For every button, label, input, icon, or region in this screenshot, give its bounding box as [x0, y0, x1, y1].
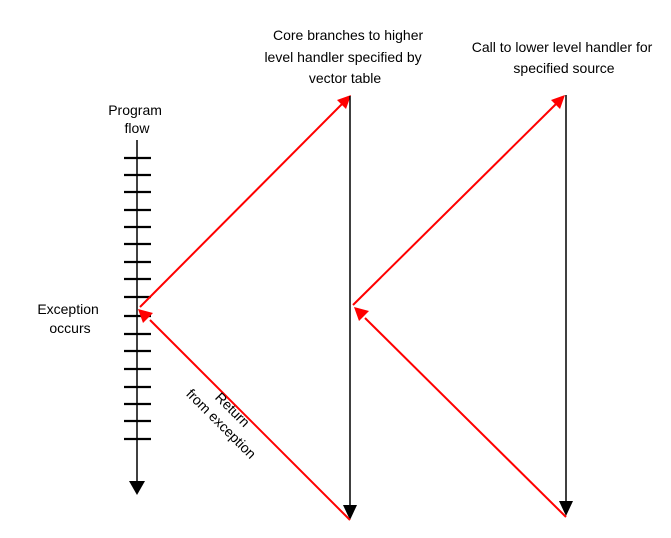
return-from-exception-arrow [138, 309, 351, 521]
core-branches-label-line1: Core branches to higher [273, 27, 424, 43]
return-from-exception-arrowhead [138, 309, 153, 323]
program-flow-label-line2: flow [125, 120, 151, 136]
program-flow-label-line1: Program [108, 102, 162, 118]
lower-handler-execution-line [559, 95, 573, 516]
higher-handler-arrowhead [343, 505, 357, 520]
core-branches-label: Core branches to higher level handler sp… [264, 27, 427, 86]
program-flow-arrowhead [129, 481, 145, 495]
branch-to-higher-handler-arrowhead [337, 95, 351, 109]
lower-handler-arrowhead [559, 501, 573, 516]
higher-handler-execution-line [343, 96, 357, 520]
branch-to-higher-handler-arrow [139, 95, 351, 308]
core-branches-label-line3: vector table [309, 70, 382, 86]
core-branches-label-line2: level handler specified by [264, 49, 421, 65]
program-flow-timeline [124, 140, 151, 495]
call-lower-handler-label-line2: specified source [513, 60, 614, 76]
exception-occurs-label-line1: Exception [37, 301, 98, 317]
return-from-lower-handler-arrow [354, 307, 567, 518]
call-lower-handler-label-line1: Call to lower level handler for [472, 39, 653, 55]
exception-occurs-label-line2: occurs [49, 320, 90, 336]
exception-occurs-label: Exception occurs [37, 301, 102, 336]
timeline-ticks [124, 156, 151, 441]
call-lower-handler-arrowhead [551, 95, 565, 109]
return-from-exception-label: Return from exception [183, 373, 272, 462]
return-from-lower-handler-arrowhead [354, 307, 369, 321]
program-flow-label: Program flow [108, 102, 166, 136]
call-lower-handler-arrow [352, 95, 565, 306]
call-lower-handler-label: Call to lower level handler for specifie… [472, 39, 656, 76]
